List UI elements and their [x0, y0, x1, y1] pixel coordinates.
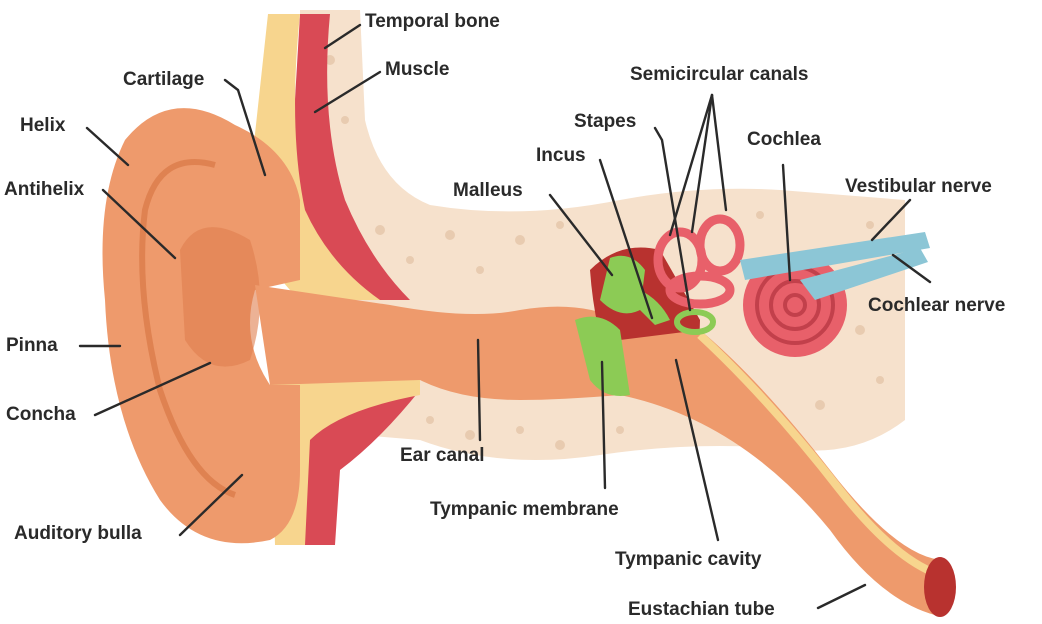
helix-leader	[87, 128, 128, 165]
label-stapes: Stapes	[574, 112, 636, 131]
label-concha: Concha	[6, 405, 76, 424]
label-malleus: Malleus	[453, 181, 523, 200]
label-semicircular-canals: Semicircular canals	[630, 65, 809, 84]
label-tympanic-cavity: Tympanic cavity	[615, 550, 761, 569]
label-tympanic-membrane: Tympanic membrane	[430, 500, 619, 519]
label-temporal-bone: Temporal bone	[365, 12, 500, 31]
label-antihelix: Antihelix	[4, 180, 84, 199]
label-cochlear-nerve: Cochlear nerve	[868, 296, 1005, 315]
concha-hollow	[180, 227, 260, 367]
label-auditory-bulla: Auditory bulla	[14, 524, 142, 543]
label-vestibular-nerve: Vestibular nerve	[845, 177, 992, 196]
label-cartilage: Cartilage	[123, 70, 204, 89]
eustachian-tube-opening	[924, 557, 956, 617]
label-pinna: Pinna	[6, 336, 58, 355]
label-eustachian-tube: Eustachian tube	[628, 600, 775, 619]
eustachian-tube-leader	[818, 585, 865, 608]
label-cochlea: Cochlea	[747, 130, 821, 149]
label-ear-canal: Ear canal	[400, 446, 485, 465]
label-helix: Helix	[20, 116, 65, 135]
label-incus: Incus	[536, 146, 586, 165]
label-muscle: Muscle	[385, 60, 449, 79]
